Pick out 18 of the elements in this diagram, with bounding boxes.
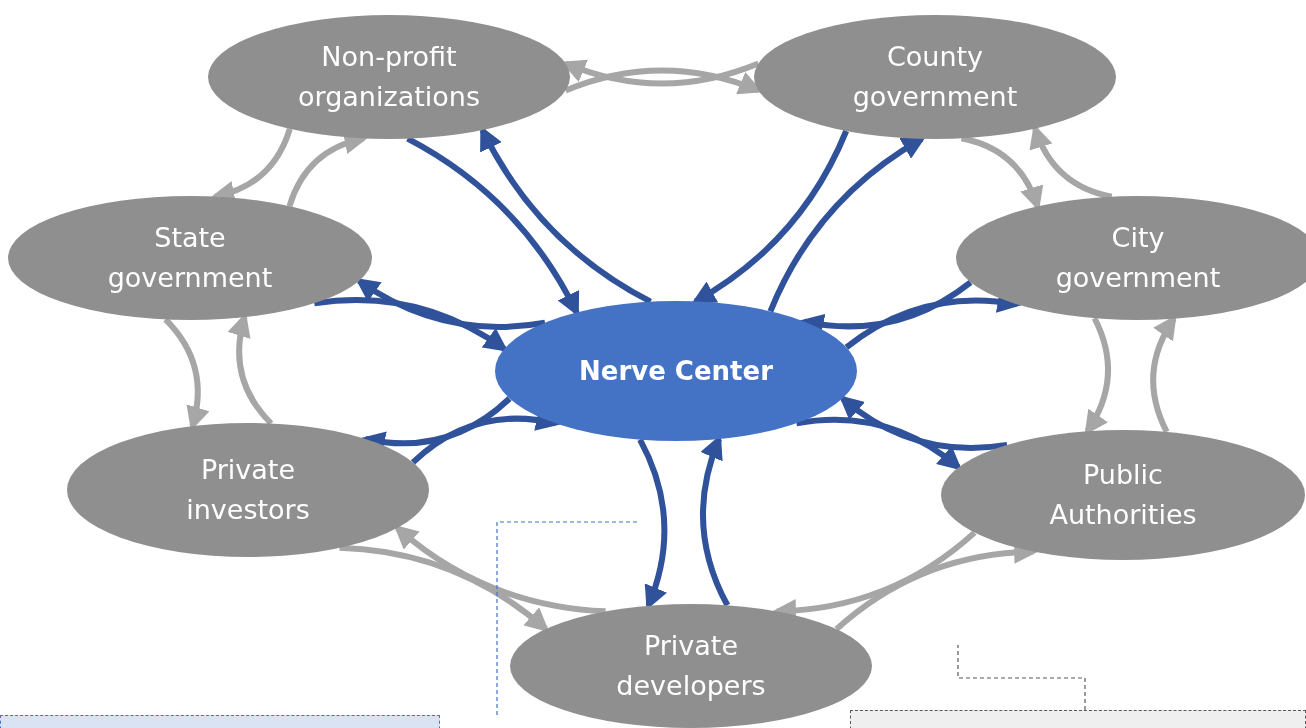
node-label: Nerve Center	[578, 354, 774, 388]
curved-arrow	[339, 544, 550, 633]
note-box	[850, 710, 1306, 728]
curved-arrow	[767, 136, 926, 313]
node-label: County government	[851, 39, 1019, 114]
curved-arrow	[393, 524, 606, 615]
node-label: State government	[106, 220, 274, 295]
node-label: City government	[1054, 220, 1222, 295]
curved-arrow	[313, 297, 509, 352]
curved-arrow	[355, 278, 546, 330]
curved-arrow	[796, 416, 963, 471]
curved-arrow	[691, 129, 849, 304]
node-label: Private investors	[185, 452, 311, 527]
leader-line	[957, 644, 1086, 711]
node-label: Non-profit organizations	[297, 39, 481, 114]
node-label: Public Authorities	[1048, 457, 1198, 532]
node-label: Private developers	[615, 628, 767, 703]
curved-arrow	[838, 395, 1008, 451]
